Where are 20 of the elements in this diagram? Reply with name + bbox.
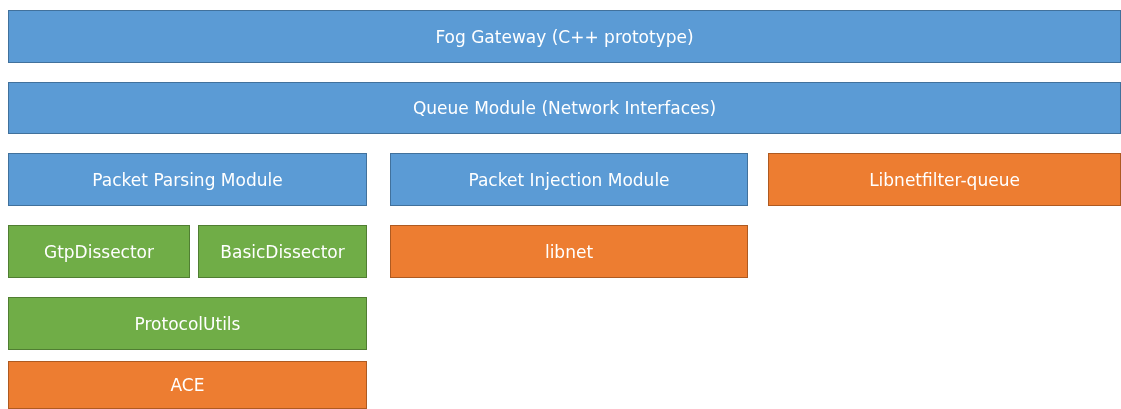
layer-box	[8, 225, 190, 278]
layer-label: Packet Parsing Module	[92, 169, 283, 190]
layer-box	[768, 153, 1121, 206]
layer-box	[390, 153, 748, 206]
layer-label: ACE	[170, 375, 205, 395]
layer-label: BasicDissector	[220, 241, 345, 262]
layer-label: GtpDissector	[44, 241, 154, 262]
layer-box	[8, 82, 1121, 134]
layer-label: Packet Injection Module	[468, 169, 670, 190]
layer-label: Queue Module (Network Interfaces)	[412, 98, 717, 118]
layer-box	[8, 10, 1121, 63]
layer-box	[198, 225, 367, 278]
layer-label: Libnetfilter-queue	[869, 169, 1020, 190]
layer-box	[8, 297, 367, 350]
layer-label: libnet	[544, 241, 594, 262]
layer-label: ProtocolUtils	[134, 313, 241, 334]
layer-box	[390, 225, 748, 278]
layer-label: Fog Gateway (C++ prototype)	[435, 26, 694, 47]
layer-box	[8, 361, 367, 409]
layer-box	[8, 153, 367, 206]
